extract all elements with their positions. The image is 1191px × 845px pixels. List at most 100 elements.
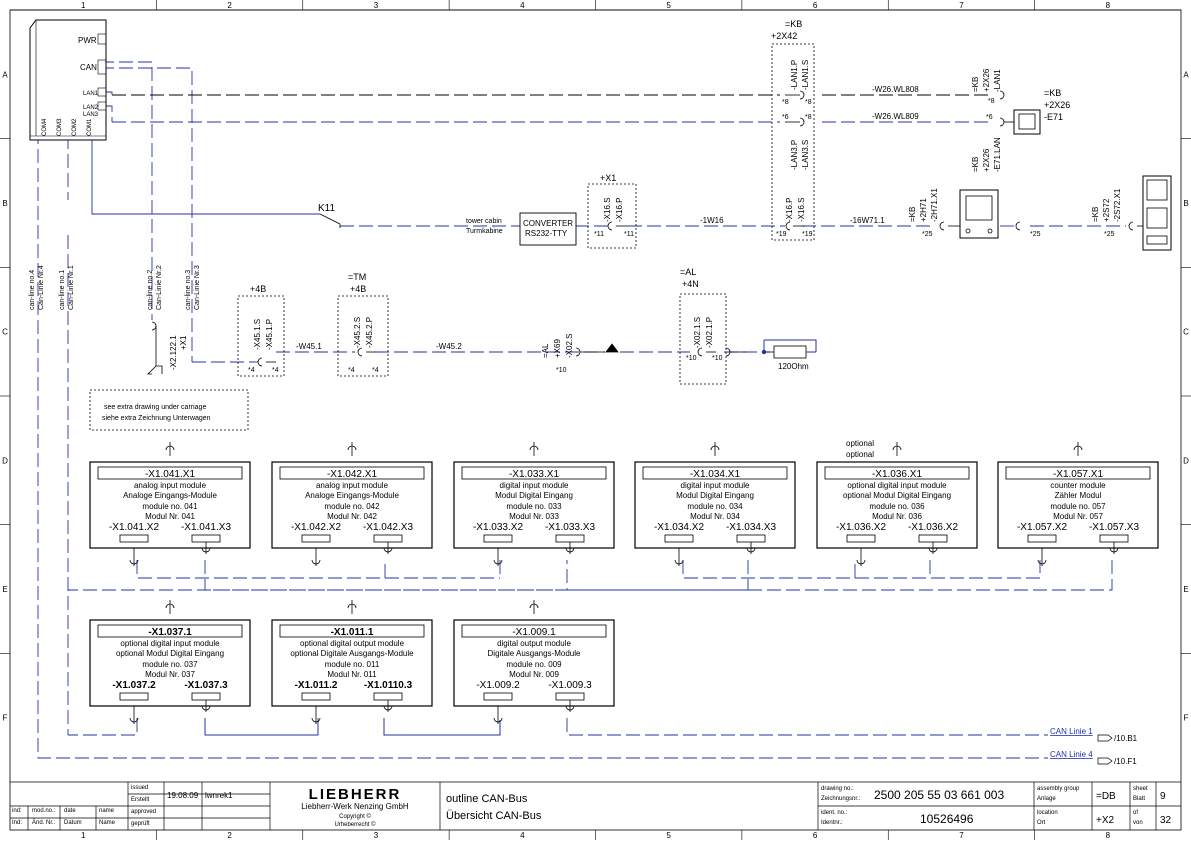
module-desc-de: Modul Digital Eingang <box>495 491 573 500</box>
module-port-a: -X1.009.2 <box>476 680 520 691</box>
module-desc-en: digital input module <box>500 481 569 490</box>
optional-label-de: optional <box>846 450 874 459</box>
ref-10f1[interactable]: /10.F1 <box>1114 757 1137 766</box>
module-number-en: module no. 037 <box>142 660 198 669</box>
can-line-3-en: can-line no.3 <box>185 270 192 310</box>
terminal-x1-location: +X1 <box>179 335 188 350</box>
tb-company: Liebherr-Werk Nenzing GmbH <box>301 802 409 811</box>
grid-row-label: B <box>2 199 7 208</box>
grid-column-label: 3 <box>374 831 379 840</box>
tb-date-value: 19.08.09 <box>167 791 199 800</box>
tb-assembly-en: assembly group <box>1037 786 1080 792</box>
tb-location-de: Ort <box>1037 820 1046 826</box>
module-number-de: Modul Nr. 041 <box>145 512 195 521</box>
wire-1w16: -1W16 <box>700 216 724 225</box>
can-line-4-en: can-line no.4 <box>29 270 36 310</box>
tb-date-en: date <box>64 808 76 814</box>
pin-label: *25 <box>922 231 933 238</box>
tb-copyright-en: Copyright © <box>339 813 371 820</box>
location-tm: =TM <box>348 272 366 282</box>
tb-ident-en: ident. no.: <box>821 810 848 816</box>
kb-2x42-connector: =KB +2X42 -LAN1.P -LAN1.S -LAN3.P -LAN3.… <box>771 19 919 241</box>
pin-label: *25 <box>1030 231 1041 238</box>
pin-label: *6 <box>782 114 789 121</box>
tb-issued-en: issued <box>131 785 148 791</box>
page-references: CAN Linie 1 /10.B1 CAN Linie 4 /10.F1 <box>1050 727 1138 766</box>
tb-ident-de: Identnr.: <box>821 820 843 826</box>
module-desc-de: optional Modul Digital Eingang <box>843 491 951 500</box>
module-port-a: -X1.033.X2 <box>473 522 523 533</box>
module-number-de: Modul Nr. 037 <box>145 670 195 679</box>
terminal-lan1-p: -LAN1.P <box>790 60 799 90</box>
grid-row-label: A <box>1183 70 1189 79</box>
module-number-de: Modul Nr. 009 <box>509 670 559 679</box>
terminal-2h71-location: +2H71 <box>919 198 928 222</box>
module-desc-de: Zähler Modul <box>1055 491 1102 500</box>
converter-label: CONVERTER <box>523 219 573 228</box>
tb-location-en: location <box>1037 810 1058 816</box>
plc-can-label: CAN <box>80 63 97 72</box>
terminal-lan1-label: -LAN1 <box>993 69 1002 92</box>
tb-copyright-de: Urheberrecht © <box>334 821 376 828</box>
module-number-en: module no. 041 <box>142 502 198 511</box>
grid-column-label: 1 <box>81 831 86 840</box>
module-desc-en: counter module <box>1050 481 1106 490</box>
tb-sheet-en: sheet <box>1133 786 1148 792</box>
tb-name-value: lwnrek1 <box>205 791 233 800</box>
module-number-en: module no. 033 <box>506 502 562 511</box>
module-desc-en: digital output module <box>497 639 571 648</box>
grid-column-label: 5 <box>666 831 671 840</box>
wire-w45-2: -W45.2 <box>436 342 462 351</box>
grid-column-label: 7 <box>959 1 964 10</box>
grid-row-label: B <box>1183 199 1188 208</box>
row-c-components: -X2.122.1 +X1 +4B -X45.1.S -X45.1.P *4 *… <box>147 267 817 385</box>
terminal-x16p: -X16.P <box>785 198 794 222</box>
terminal-lan3-p: -LAN3.P <box>790 140 799 170</box>
assembly-value: =DB <box>1096 791 1116 802</box>
module-number-de: Modul Nr. 036 <box>872 512 922 521</box>
ref-10b1[interactable]: /10.B1 <box>1114 734 1138 743</box>
terminal-2x26-label: +2X26 <box>982 148 991 172</box>
tb-issued-de: Erstellt <box>131 797 150 803</box>
pin-label: *4 <box>348 367 355 374</box>
grid-row-label: A <box>2 70 8 79</box>
can-line-3-de: Can-Linie Nr.3 <box>194 265 201 310</box>
module-port-a: -X1.036.X2 <box>836 522 886 533</box>
grid-row-label: E <box>1183 585 1188 594</box>
module-number-de: Modul Nr. 042 <box>327 512 377 521</box>
module-desc-en: analog input module <box>134 481 207 490</box>
drawing-title-en: outline CAN-Bus <box>446 793 528 805</box>
terminal-x45-2-p: -X45.2.P <box>365 317 374 348</box>
terminal-x45-2-s: -X45.2.S <box>353 317 362 348</box>
module-desc-de: Modul Digital Eingang <box>676 491 754 500</box>
tb-sheet-de: Blatt <box>1133 796 1145 802</box>
terminal-kb-label: =KB <box>908 207 917 222</box>
liebherr-logo: LIEBHERR <box>309 786 402 803</box>
wire-w808: -W26.WL808 <box>872 85 919 94</box>
module-title: -X1.037.1 <box>148 627 192 638</box>
pin-label: *25 <box>1104 231 1115 238</box>
can-line-1-en: can-line no.1 <box>59 270 66 310</box>
terminal-x02-1-p: -X02.1.P <box>705 317 714 348</box>
pin-label: *4 <box>272 367 279 374</box>
converter-type-label: RS232-TTY <box>525 229 568 238</box>
module-desc-en: optional digital output module <box>300 639 405 648</box>
grid-column-label: 5 <box>666 1 671 10</box>
location-value: +X2 <box>1096 815 1115 826</box>
pin-label: *10 <box>712 355 723 362</box>
tb-name-en: name <box>99 808 115 814</box>
wire-w809: -W26.WL809 <box>872 112 919 121</box>
location-4b: +4B <box>250 284 266 294</box>
termination-resistor: 120Ohm <box>761 339 817 371</box>
module-port-b: -X1.042.X3 <box>363 522 413 533</box>
module-port-a: -X1.034.X2 <box>654 522 704 533</box>
pin-label: *10 <box>686 355 697 362</box>
terminal-x02-s: -X02.S <box>565 334 574 358</box>
tb-name-de: Name <box>99 820 116 826</box>
module-number-de: Modul Nr. 034 <box>690 512 740 521</box>
